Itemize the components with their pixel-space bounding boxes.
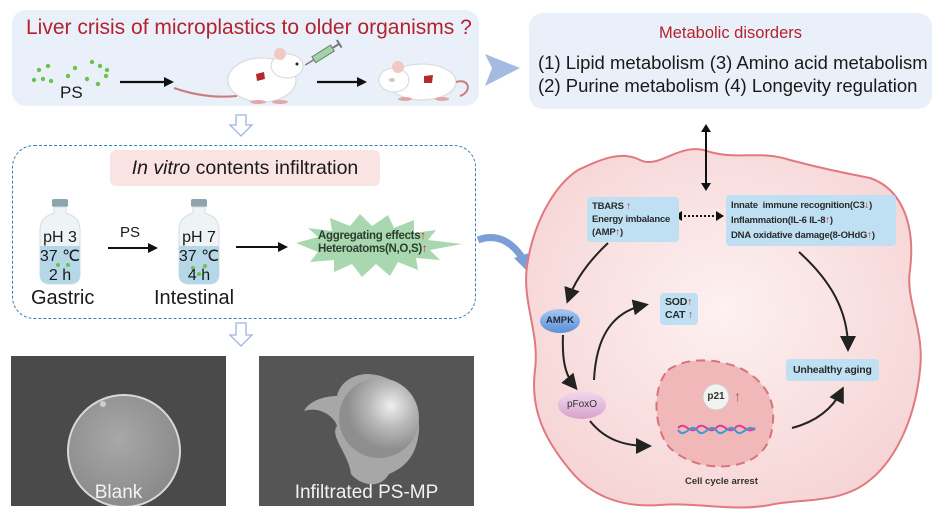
- dna-damage-close: ): [871, 230, 875, 241]
- panel-title: Liver crisis of microplastics to older o…: [26, 16, 472, 39]
- effects-text: Aggregating effects↑ Heteroatoms(N,O,S)↑: [318, 230, 428, 256]
- starburst-shape: [296, 214, 462, 277]
- nucleus: [655, 359, 775, 468]
- intestinal-time: 4 h: [187, 267, 211, 284]
- chevron-right-icon: [485, 54, 520, 86]
- microsphere-smooth-icon: [67, 394, 181, 506]
- metabolic-line-1: (1) Lipid metabolism (3) Amino acid meta…: [538, 52, 928, 73]
- p21-node: [702, 383, 730, 411]
- ps-exposure-illustration: [31, 39, 469, 104]
- infiltration-title-rest: contents infiltration: [190, 157, 359, 179]
- inflammation-close: ): [829, 215, 833, 226]
- arrow-pfoxo-to-sod: [593, 299, 649, 381]
- metabolic-line-2: (2) Purine metabolism (4) Longevity regu…: [538, 75, 918, 96]
- up-arrow-icon: ↑: [867, 230, 872, 241]
- inflammation-label: Inflammation(IL-6 IL-8: [731, 215, 826, 226]
- gastric-time: 2 h: [48, 267, 72, 284]
- tbars-label: TBARS: [592, 201, 624, 212]
- unhealthy-aging-box: Unhealthy aging: [786, 359, 879, 381]
- ampk-label: AMPK: [546, 315, 574, 326]
- arrow-nucleus-to-aging: [791, 386, 844, 429]
- up-arrow-icon: ↑: [626, 201, 631, 212]
- metabolic-title: Metabolic disorders: [658, 24, 803, 42]
- p21-up-arrow-icon: ↑: [734, 388, 741, 404]
- arrow-right-icon: [108, 243, 158, 253]
- up-arrow-icon: ↑: [421, 243, 428, 255]
- up-arrow-icon: ↑: [420, 230, 426, 242]
- metabolic-disorders-panel: Metabolic disorders (1) Lipid metabolism…: [529, 13, 932, 109]
- dna-damage-label: DNA oxidative damage(8-OHdG: [731, 230, 868, 241]
- pfoxo-label: pFoxO: [566, 399, 597, 410]
- hollow-down-arrow-icon: [228, 322, 254, 347]
- effect-heteroatoms: Heteroatoms(N,O,S): [318, 243, 422, 255]
- infiltration-title-italic: In vitro: [131, 157, 191, 179]
- sem-image-blank: Blank: [11, 356, 226, 506]
- intestinal-temp: 37 ℃: [178, 248, 220, 265]
- sem-label-blank: Blank: [94, 482, 143, 503]
- tbars-energy-box: TBARS ↑ Energy imbalance (AMP↑): [587, 197, 679, 242]
- innate-immune-close: ): [869, 200, 873, 211]
- gastric-label: Gastric: [31, 287, 95, 309]
- up-arrow-icon: ↑: [687, 296, 693, 308]
- gastric-ph: pH 3: [43, 229, 77, 246]
- double-arrow-vertical-icon: [701, 124, 711, 191]
- ampk-node: [540, 309, 580, 333]
- pfoxo-node: [558, 391, 606, 419]
- energy-imbalance-label: Energy imbalance: [592, 214, 671, 225]
- sod-cat-box: SOD↑ CAT ↑: [660, 293, 698, 325]
- liver-crisis-panel: Liver crisis of microplastics to older o…: [12, 10, 479, 106]
- arrow-pfoxo-to-nucleus: [589, 420, 652, 454]
- ps-particles-icon: [31, 59, 110, 87]
- transfer-ps-label: PS: [120, 224, 141, 241]
- immune-inflammation-box: Innate immune recognition(C3↓) Inflammat…: [726, 195, 896, 246]
- arrow-right-icon: [236, 242, 288, 252]
- infiltration-panel: [12, 145, 476, 319]
- intestinal-vial-icon: [178, 199, 220, 285]
- innate-immune-label: Innate immune recognition(C3: [731, 200, 865, 211]
- up-arrow-icon: ↑: [825, 215, 830, 226]
- up-arrow-icon: ↑: [687, 309, 693, 321]
- up-arrow-icon: ↑: [615, 227, 621, 238]
- microsphere-aggregated-icon: [304, 374, 420, 485]
- arrow-tbars-to-ampk: [564, 242, 609, 304]
- gastric-vial-icon: [39, 199, 81, 285]
- effect-aggregating: Aggregating effects: [318, 230, 421, 242]
- arrow-right-icon: [317, 77, 367, 87]
- infiltration-title-badge: In vitro contents infiltration: [110, 150, 380, 186]
- sem-label-infiltrated: Infiltrated PS-MP: [294, 482, 439, 503]
- arrow-ampk-to-pfoxo: [561, 334, 578, 391]
- cat-label: CAT: [665, 309, 686, 321]
- hollow-down-arrow-icon: [228, 114, 254, 137]
- sem-image-infiltrated: Infiltrated PS-MP: [259, 356, 474, 506]
- intestinal-ph: pH 7: [182, 229, 216, 246]
- ps-label: PS: [60, 83, 83, 102]
- unhealthy-aging-label: Unhealthy aging: [793, 364, 872, 376]
- mouse-with-syringe-icon: [173, 39, 343, 104]
- dna-helix-icon: [677, 424, 756, 435]
- intestinal-label: Intestinal: [154, 287, 235, 309]
- amp-label-close: ): [620, 227, 624, 238]
- gastric-temp: 37 ℃: [39, 248, 81, 265]
- p21-label: p21: [707, 391, 725, 402]
- sod-label: SOD: [665, 296, 688, 308]
- arrow-right-icon: [120, 77, 174, 87]
- cell-cycle-arrest-label: Cell cycle arrest: [685, 476, 758, 487]
- amp-label: (AMP: [592, 227, 616, 238]
- arrow-damage-to-aging: [798, 251, 856, 352]
- down-arrow-icon: ↓: [864, 200, 870, 211]
- older-mouse-icon: [378, 61, 469, 101]
